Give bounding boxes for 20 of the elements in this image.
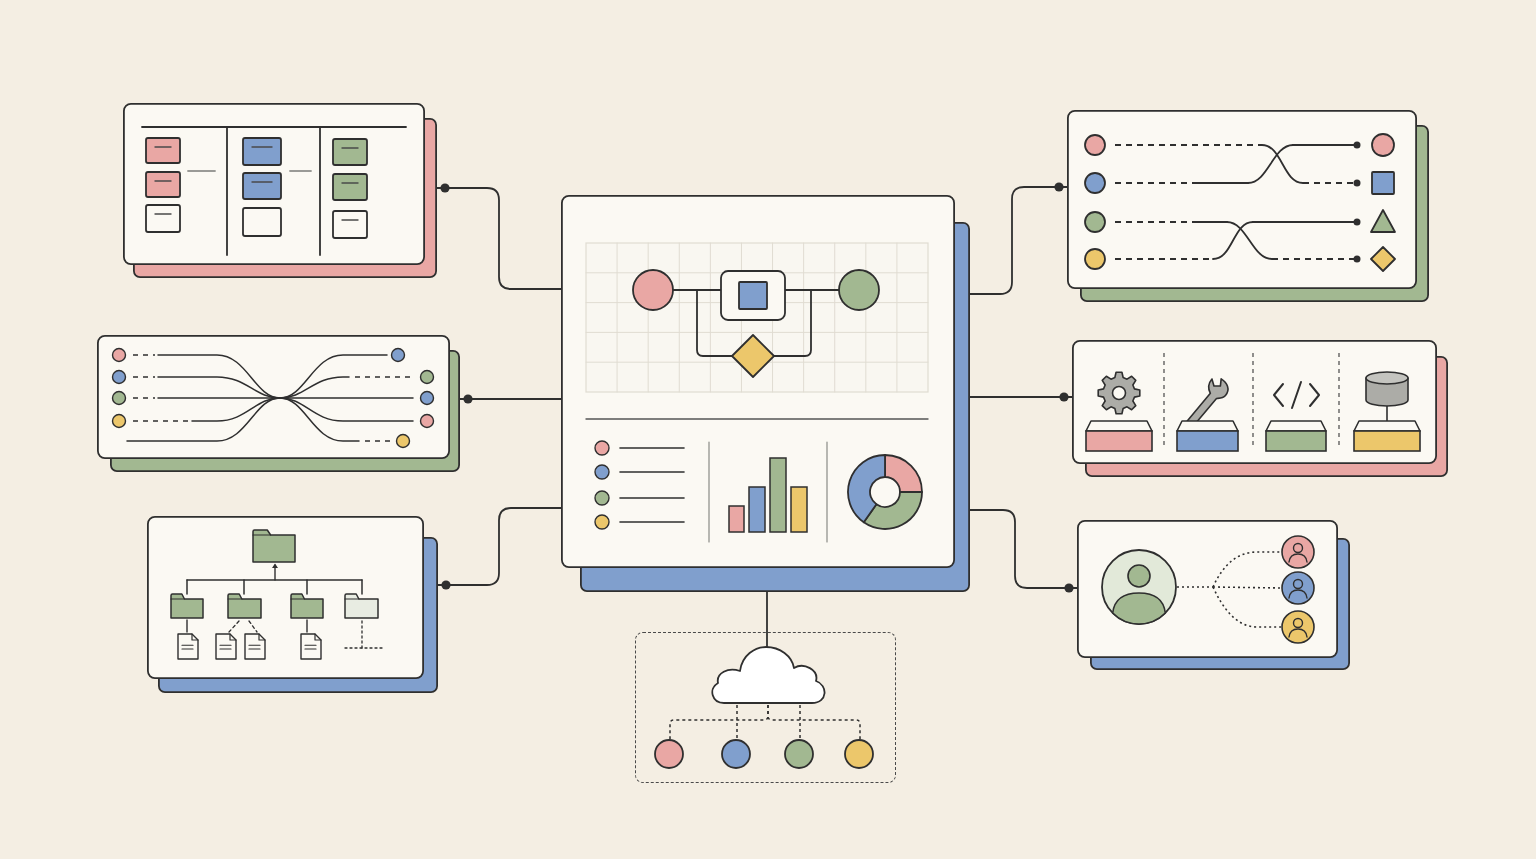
tools-panel <box>1072 340 1448 477</box>
connector-line <box>437 507 562 590</box>
circle-node <box>784 739 815 770</box>
connector-line <box>459 394 562 404</box>
connector-line <box>436 183 562 290</box>
connector-line <box>766 591 768 648</box>
circle-node <box>654 739 685 770</box>
dashboard-panel <box>561 195 970 592</box>
user-network-panel <box>1077 520 1350 670</box>
folder-tree-panel <box>147 516 438 693</box>
connector-line <box>969 392 1073 402</box>
connector-line <box>969 182 1068 295</box>
crossing-lines-panel <box>97 335 460 472</box>
circle-node <box>721 739 752 770</box>
circle-node <box>844 739 875 770</box>
connector-line <box>969 509 1078 593</box>
dashed-connector <box>736 704 738 741</box>
dashed-frame <box>635 632 896 783</box>
mapping-diagram-panel <box>1067 110 1429 302</box>
dashed-connector <box>799 704 801 741</box>
